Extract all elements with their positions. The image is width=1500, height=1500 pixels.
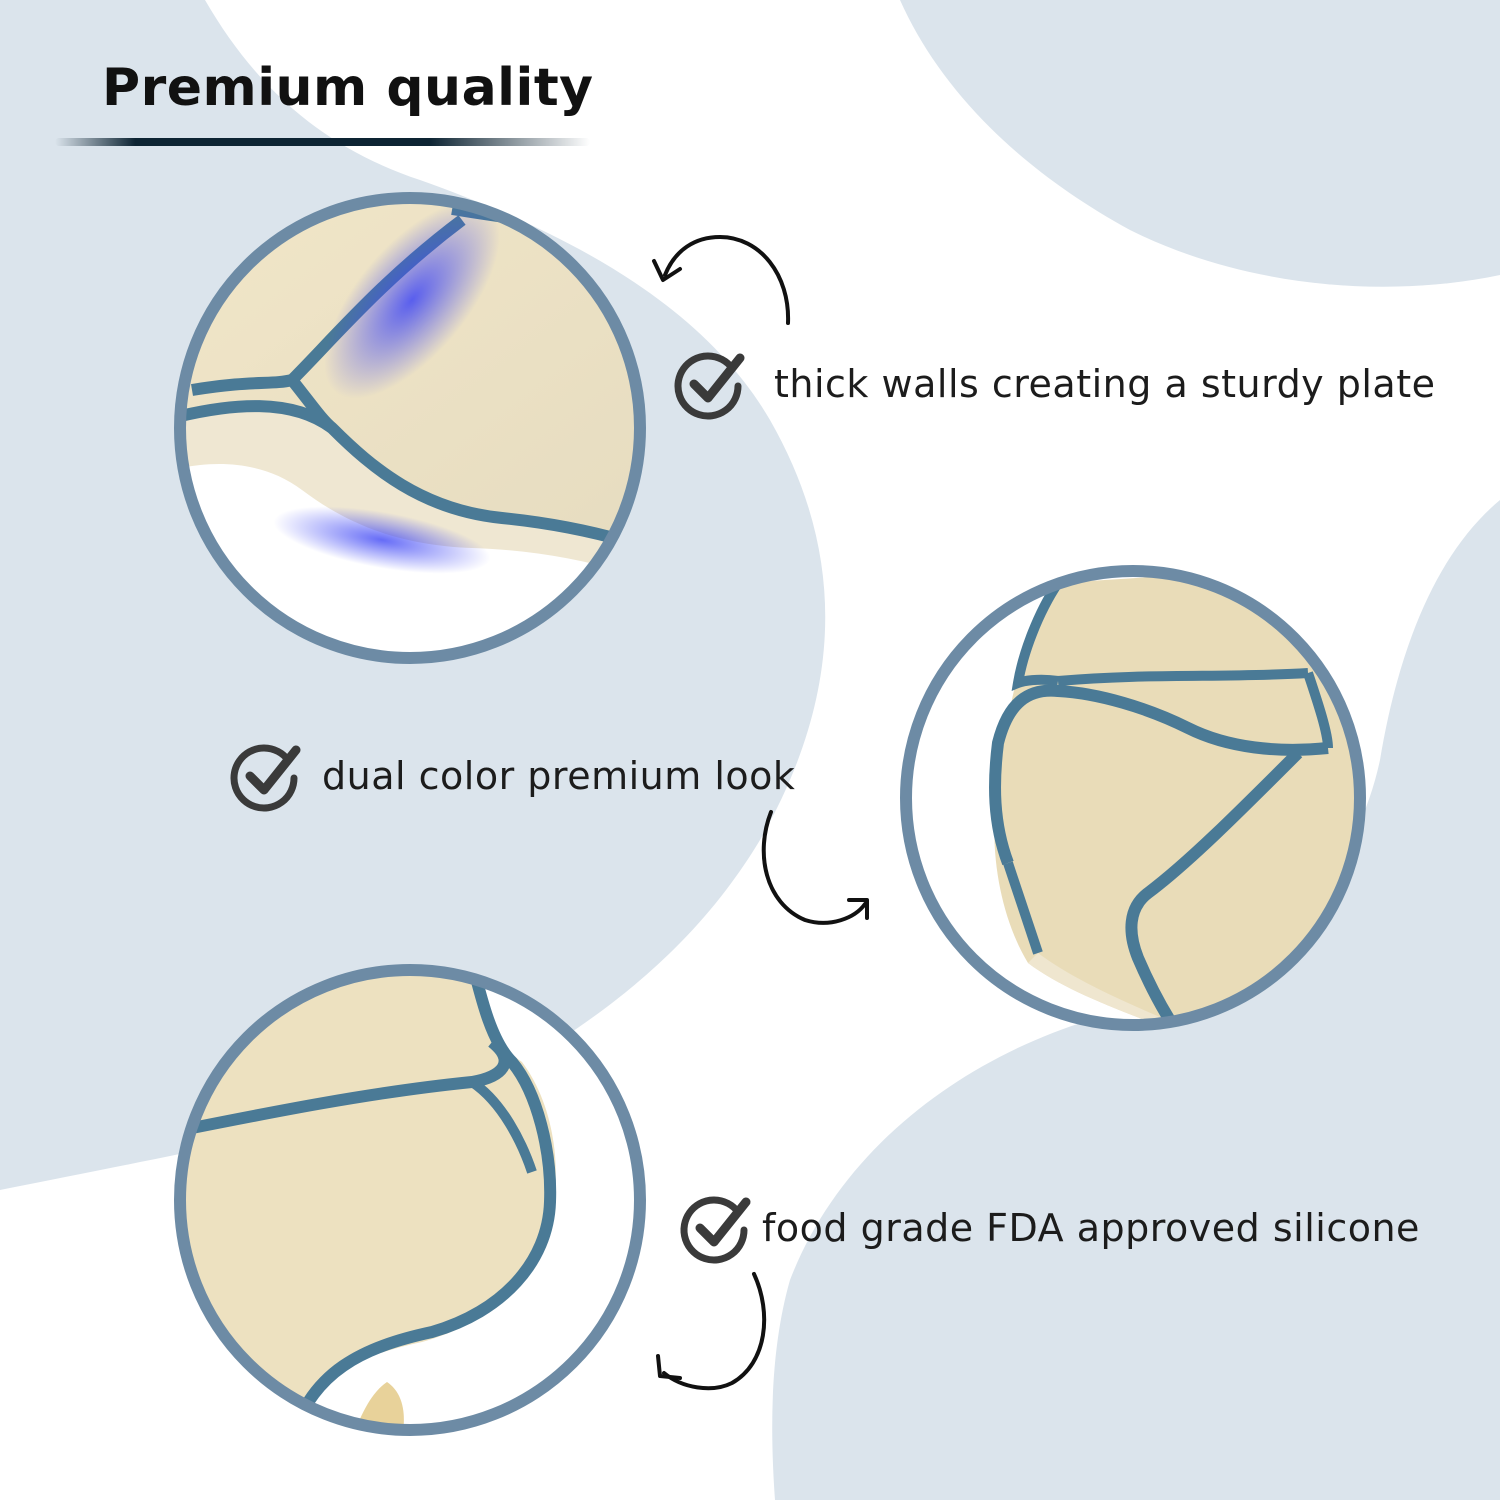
feature-thick-walls: thick walls creating a sturdy plate	[672, 346, 1436, 422]
curved-arrow-icon	[656, 1272, 767, 1391]
zoom-dual-color-image	[900, 565, 1366, 1031]
title-underline	[55, 138, 590, 146]
feature-food-grade: food grade FDA approved silicone	[678, 1190, 1420, 1266]
curved-arrow-icon	[652, 234, 791, 325]
bottom-right-blob	[772, 500, 1500, 1500]
top-right-blob	[900, 0, 1500, 287]
zoom-thick-walls-image	[174, 192, 646, 664]
page-title: Premium quality	[102, 58, 594, 118]
check-circle-icon	[680, 1196, 751, 1264]
curved-arrow-icon	[761, 810, 869, 925]
feature-dual-color: dual color premium look	[228, 738, 795, 814]
feature-label: thick walls creating a sturdy plate	[774, 362, 1436, 406]
feature-label: food grade FDA approved silicone	[762, 1206, 1420, 1250]
zoom-silicone-image	[174, 964, 646, 1436]
check-circle-icon	[230, 744, 301, 812]
feature-label: dual color premium look	[322, 754, 796, 798]
check-circle-icon	[674, 352, 745, 420]
